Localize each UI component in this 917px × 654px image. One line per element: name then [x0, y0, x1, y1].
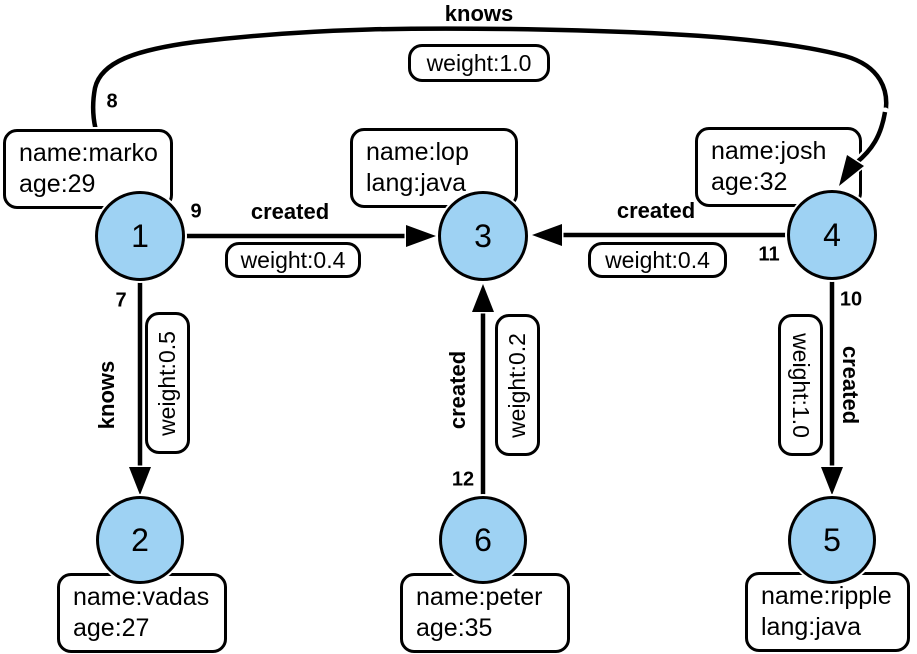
edge-label-created-right: created: [616, 198, 696, 223]
edge-id-7: 7: [115, 289, 127, 312]
property-line: name:peter: [416, 583, 543, 611]
weight-badge-created-4-3: weight:0.4: [588, 242, 727, 278]
edge-label-knows-top: knows: [444, 1, 514, 26]
property-line: lang:java: [366, 169, 467, 197]
property-line: name:ripple: [761, 582, 892, 610]
node-id-label: 6: [474, 522, 492, 558]
node-circle-3[interactable]: 3: [438, 191, 528, 281]
node-id-label: 1: [131, 218, 149, 254]
property-box-lop: name:lop lang:java: [350, 128, 518, 208]
edge-id-10: 10: [839, 288, 863, 311]
weight-badge-created-1-3: weight:0.4: [225, 242, 361, 278]
edge-label-knows-vertical: knows: [94, 360, 119, 430]
property-box-peter: name:peter age:35: [400, 573, 570, 653]
property-line: age:35: [416, 614, 493, 642]
node-id-label: 3: [474, 218, 492, 254]
arrowhead-into-5: [818, 465, 846, 500]
arrowhead-into-3-bottom: [469, 279, 497, 314]
node-circle-4[interactable]: 4: [787, 190, 877, 280]
edge-id-12: 12: [451, 468, 475, 491]
node-circle-2[interactable]: 2: [96, 496, 184, 584]
edge-label-created-down: created: [838, 345, 863, 425]
property-line: name:lop: [366, 138, 469, 166]
edge-id-8: 8: [106, 90, 118, 113]
property-line: age:27: [73, 614, 150, 642]
weight-badge-knows-1-2: weight:0.5: [145, 312, 190, 454]
weight-badge-knows-1-4: weight:1.0: [408, 44, 550, 82]
property-box-vadas: name:vadas age:27: [57, 573, 227, 653]
node-id-label: 2: [131, 522, 149, 558]
edge-id-9: 9: [190, 200, 202, 223]
edge-id-11: 11: [758, 243, 780, 266]
edge-label-created-left: created: [250, 199, 330, 224]
node-circle-1[interactable]: 1: [95, 191, 185, 281]
node-id-label: 4: [823, 217, 841, 253]
node-circle-6[interactable]: 6: [439, 496, 527, 584]
arrowhead-into-2: [126, 465, 154, 500]
weight-badge-created-4-5: weight:1.0: [778, 314, 823, 456]
property-line: age:29: [19, 170, 96, 198]
property-line: age:32: [711, 168, 788, 196]
node-id-label: 5: [823, 522, 841, 558]
property-line: lang:java: [761, 613, 862, 641]
node-circle-5[interactable]: 5: [788, 496, 876, 584]
edge-label-created-center: created: [445, 350, 470, 430]
property-line: name:vadas: [73, 583, 210, 611]
arrowhead-into-3-right: [527, 221, 564, 249]
weight-badge-created-6-3: weight:0.2: [495, 314, 540, 456]
property-box-ripple: name:ripple lang:java: [745, 572, 910, 652]
property-line: name:josh: [711, 137, 827, 165]
property-line: name:marko: [19, 139, 158, 167]
arrowhead-into-3-left: [404, 222, 441, 250]
